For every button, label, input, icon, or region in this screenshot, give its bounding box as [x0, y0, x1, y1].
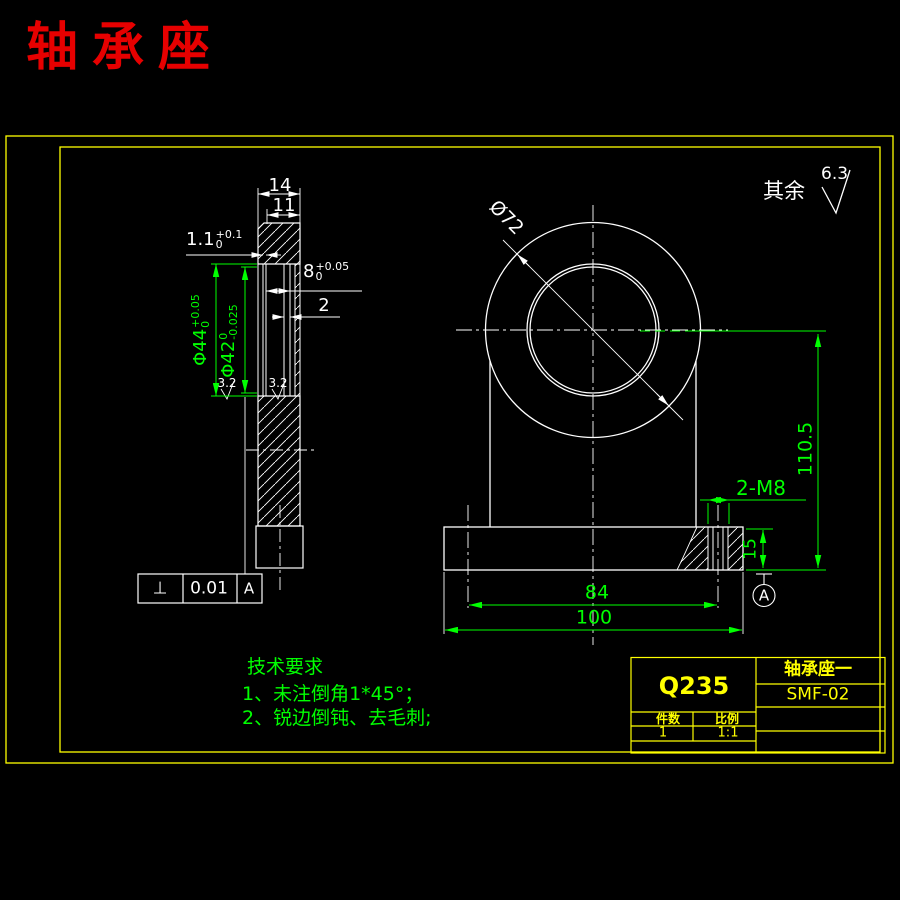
dim-84: 84	[584, 581, 610, 604]
surface-finish-icon	[821, 169, 851, 215]
page-title: 轴承座	[26, 17, 225, 78]
part-name: 轴承座一	[784, 659, 852, 680]
dim-2-M8: 2-M8	[736, 476, 786, 500]
dim-100: 100	[575, 606, 613, 629]
dim-14: 14	[268, 175, 292, 196]
tech-req-item: 1、未注倒角1*45°；	[242, 683, 424, 705]
tolerance-value: 0.01	[190, 578, 228, 599]
dim-110.5: 110.5	[794, 421, 817, 477]
datum-label: A	[758, 586, 770, 605]
front-view	[443, 205, 826, 645]
datum-symbol	[752, 573, 776, 608]
drawing-frame	[5, 135, 894, 764]
dim-11: 11	[272, 195, 296, 216]
dim-15: 15	[740, 538, 761, 560]
roughness-3.2-bore: 3.2	[268, 376, 288, 390]
title-block-grid	[630, 656, 886, 754]
roughness-3.2-left: 3.2	[217, 376, 237, 390]
technical-requirements: 技术要求 1、未注倒角1*45°； 2、锐边倒钝、去毛刺;	[242, 655, 432, 730]
base-section-hatch-right	[728, 527, 743, 570]
surface-default-label: 其余	[763, 179, 805, 203]
tolerance-frame-box	[137, 573, 263, 604]
surface-default-value: 6.3	[821, 164, 849, 184]
tech-req-title: 技术要求	[247, 656, 324, 678]
qty-label: 件数	[655, 712, 681, 726]
tech-req-item: 2、锐边倒钝、去毛刺;	[242, 707, 432, 729]
dim-phi42: Φ42 0-0.025	[217, 304, 240, 378]
scale-value: 1:1	[717, 725, 739, 741]
tolerance-datum: A	[243, 579, 255, 598]
scale-label: 比例	[714, 712, 740, 726]
qty-value: 1	[658, 725, 668, 741]
part-code: SMF-02	[786, 684, 850, 705]
dim-2: 2	[318, 295, 330, 316]
tolerance-symbol: ⊥	[152, 578, 168, 599]
material-value: Q235	[658, 672, 730, 700]
left-view-section	[137, 188, 362, 604]
base-section-hatch-left	[677, 527, 708, 570]
